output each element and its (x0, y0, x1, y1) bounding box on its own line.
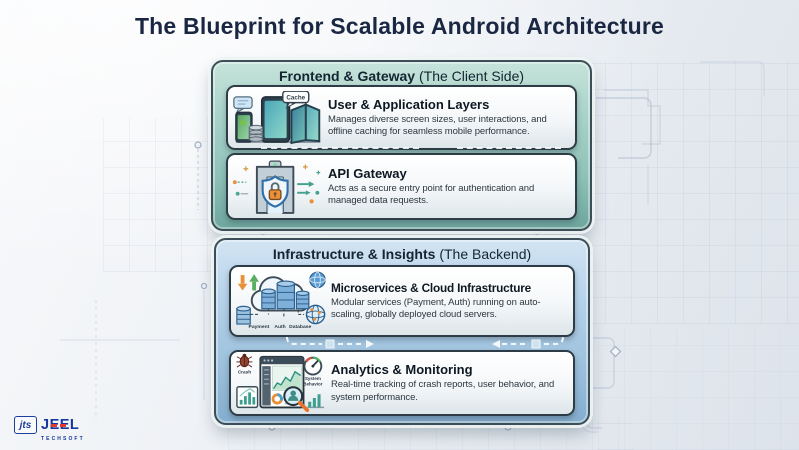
card-title: Microservices & Cloud Infrastructure (331, 280, 531, 295)
analytics-dashboard-icon: Crash (231, 352, 331, 414)
panel-infrastructure-insights: Infrastructure & Insights (The Backend) (214, 238, 590, 425)
panel-backend-header-title: Infrastructure & Insights (272, 246, 436, 262)
dashed-divider (457, 147, 561, 149)
jeel-techsoft-logo: jts JEEL TECHSOFT (14, 416, 85, 442)
blueprint-grid (598, 328, 799, 450)
database-label: Database (289, 324, 311, 330)
panel-frontend-gateway: Frontend & Gateway (The Client Side) (211, 60, 592, 231)
panel-frontend-header: Frontend & Gateway (The Client Side) (213, 65, 590, 87)
card-description: Manages diverse screen sizes, user inter… (328, 113, 547, 137)
logo-name: JEEL (41, 417, 80, 433)
dashed-divider (261, 147, 419, 149)
blueprint-grid (103, 118, 221, 272)
panel-frontend-header-note: (The Client Side) (418, 68, 525, 84)
card-description: Real-time tracking of crash reports, use… (331, 379, 555, 403)
panel-backend-header-note: (The Backend) (439, 246, 532, 262)
card-title: User & Application Layers (328, 96, 490, 112)
data-flow-connector (286, 336, 564, 349)
logo-text: JEEL TECHSOFT (41, 416, 85, 442)
card-user-application-layers: Cache User & Application Layers Manages … (226, 85, 577, 150)
card-description: Modular services (Payment, Auth) running… (331, 296, 541, 320)
system-label: System (305, 376, 321, 381)
card-microservices-cloud: Payment Auth Database Microservices & Cl… (229, 265, 575, 337)
secure-gateway-icon (228, 155, 328, 218)
payment-label: Payment (249, 324, 270, 330)
cloud-microservices-icon: Payment Auth Database (231, 267, 331, 335)
behavior-label: Behavior (303, 381, 323, 386)
card-title: Analytics & Monitoring (331, 362, 473, 378)
logo-mark: jts (14, 416, 37, 434)
mobile-devices-icon: Cache (228, 87, 328, 148)
card-title: API Gateway (328, 165, 407, 181)
card-analytics-monitoring: Crash (229, 350, 575, 416)
card-api-gateway: API Gateway Acts as a secure entry point… (226, 153, 577, 220)
card-description: Acts as a secure entry point for authent… (328, 182, 535, 206)
logo-red-stripe (60, 424, 66, 427)
logo-red-stripe (51, 424, 57, 427)
crash-label: Crash (238, 370, 251, 375)
page-title: The Blueprint for Scalable Android Archi… (134, 13, 665, 39)
panel-backend-header: Infrastructure & Insights (The Backend) (216, 243, 588, 265)
cache-label: Cache (286, 94, 305, 101)
auth-label: Auth (274, 324, 285, 330)
panel-frontend-header-title: Frontend & Gateway (278, 68, 416, 84)
logo-subtitle: TECHSOFT (41, 435, 85, 442)
